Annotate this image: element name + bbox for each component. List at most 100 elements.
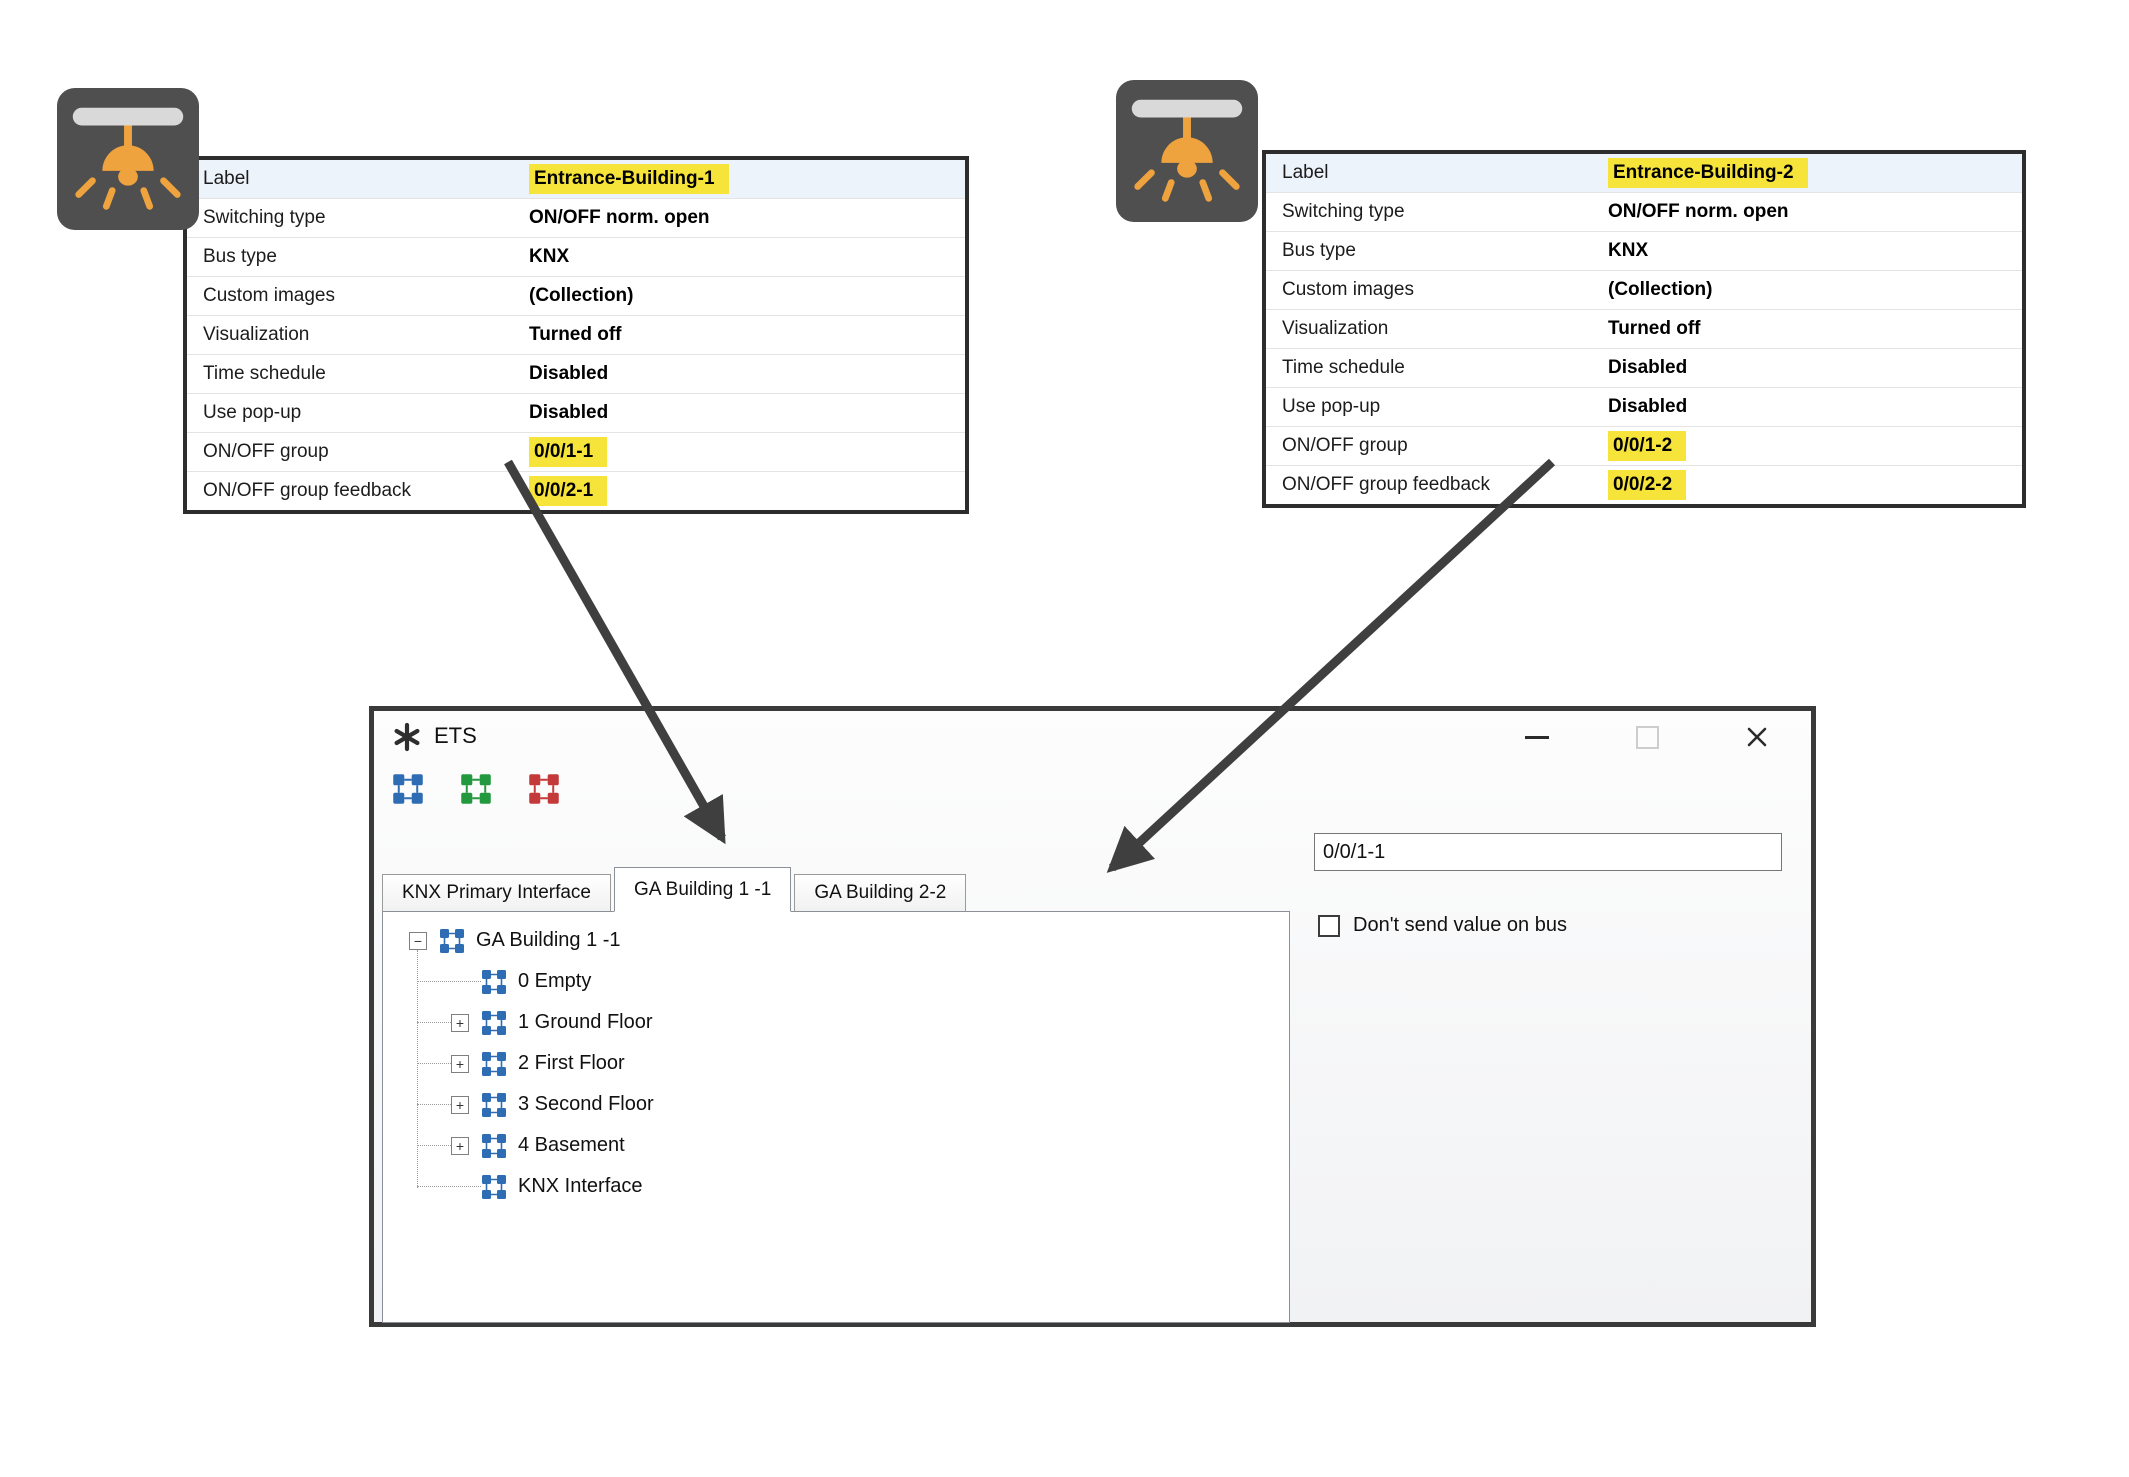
group-addresses-green-icon[interactable]: [460, 773, 492, 805]
group-address-icon: [481, 1174, 507, 1200]
tree-item-label: 4 Basement: [518, 1134, 625, 1156]
group-address-icon: [481, 1133, 507, 1159]
property-row[interactable]: Use pop-up Disabled: [1266, 388, 2022, 427]
group-addresses-blue-icon[interactable]: [392, 773, 424, 805]
tree-expand-toggle[interactable]: +: [451, 1095, 469, 1114]
property-value[interactable]: Disabled: [529, 402, 609, 423]
property-value[interactable]: KNX: [529, 246, 570, 267]
tree-item-4-basement[interactable]: + 4 Basement: [417, 1125, 1289, 1166]
tree-connector: [417, 1022, 451, 1023]
tree-item-label: GA Building 1 -1: [476, 929, 621, 951]
maximize-button[interactable]: [1630, 721, 1664, 753]
tree-item-label: 0 Empty: [518, 970, 592, 992]
tree-item-2-first-floor[interactable]: + 2 First Floor: [417, 1043, 1289, 1084]
tree-expand-toggle[interactable]: +: [451, 1136, 469, 1155]
property-value[interactable]: Entrance-Building-1: [523, 164, 965, 194]
property-label: Label: [203, 168, 250, 189]
tree-connector: [417, 981, 481, 982]
property-label: Visualization: [1282, 318, 1389, 339]
property-panel-building-2: Label Entrance-Building-2 Switching type…: [1262, 150, 2026, 508]
property-row[interactable]: Label Entrance-Building-1: [187, 160, 965, 199]
property-row[interactable]: Custom images (Collection): [187, 277, 965, 316]
tree-item-3-second-floor[interactable]: + 3 Second Floor: [417, 1084, 1289, 1125]
lamp-icon: [1116, 80, 1258, 222]
property-label: Label: [1282, 162, 1329, 183]
lamp-icon: [57, 88, 199, 230]
property-row[interactable]: ON/OFF group feedback 0/0/2-1: [187, 472, 965, 510]
property-value[interactable]: (Collection): [529, 285, 634, 306]
tab-knx-primary-interface[interactable]: KNX Primary Interface: [382, 874, 611, 912]
property-row[interactable]: Time schedule Disabled: [187, 355, 965, 394]
group-address-icon: [481, 1051, 507, 1077]
dont-send-value-row: Don't send value on bus: [1318, 914, 1567, 937]
property-value[interactable]: Disabled: [1608, 396, 1688, 417]
property-label: ON/OFF group feedback: [203, 480, 412, 501]
close-button[interactable]: [1740, 721, 1774, 753]
tree-expand-toggle[interactable]: +: [451, 1054, 469, 1073]
property-label: Visualization: [203, 324, 310, 345]
tab-ga-building-2-2[interactable]: GA Building 2-2: [794, 874, 967, 912]
property-label: Custom images: [1282, 279, 1414, 300]
property-value[interactable]: Disabled: [1608, 357, 1688, 378]
tree-collapse-toggle[interactable]: −: [409, 931, 427, 950]
checkbox-label: Don't send value on bus: [1353, 914, 1567, 936]
property-label: ON/OFF group feedback: [1282, 474, 1491, 495]
group-address-icon: [481, 1010, 507, 1036]
property-row[interactable]: Switching type ON/OFF norm. open: [1266, 193, 2022, 232]
window-title: ETS: [434, 723, 477, 748]
property-value[interactable]: KNX: [1608, 240, 1649, 261]
tree-item-label: KNX Interface: [518, 1175, 643, 1197]
tree-connector: [417, 1063, 451, 1064]
title-bar[interactable]: ETS: [374, 711, 1811, 763]
property-row[interactable]: Switching type ON/OFF norm. open: [187, 199, 965, 238]
property-label: Bus type: [203, 246, 277, 267]
property-value[interactable]: Turned off: [1608, 318, 1701, 339]
tree-item-ga-building-1-1[interactable]: − GA Building 1 -1: [409, 920, 1289, 961]
property-row[interactable]: Label Entrance-Building-2: [1266, 154, 2022, 193]
tree-expand-toggle[interactable]: +: [451, 1013, 469, 1032]
maximize-icon: [1635, 725, 1659, 749]
property-row[interactable]: ON/OFF group 0/0/1-2: [1266, 427, 2022, 466]
property-value[interactable]: (Collection): [1608, 279, 1713, 300]
minimize-button[interactable]: [1520, 721, 1554, 753]
property-row[interactable]: ON/OFF group 0/0/1-1: [187, 433, 965, 472]
property-row[interactable]: Use pop-up Disabled: [187, 394, 965, 433]
property-value[interactable]: 0/0/1-1: [523, 437, 965, 467]
tree-item-label: 3 Second Floor: [518, 1093, 654, 1115]
group-address-icon: [481, 969, 507, 995]
dont-send-value-checkbox[interactable]: [1318, 914, 1340, 937]
property-label: Bus type: [1282, 240, 1356, 261]
group-address-tree-panel: − GA Building 1 -1 0 Empty +: [382, 911, 1290, 1323]
group-addresses-red-icon[interactable]: [528, 773, 560, 805]
tree-connector: [417, 1145, 451, 1146]
property-row[interactable]: Custom images (Collection): [1266, 271, 2022, 310]
tree-connector: [417, 1104, 451, 1105]
property-row[interactable]: Bus type KNX: [187, 238, 965, 277]
tab-ga-building-1-1[interactable]: GA Building 1 -1: [614, 867, 792, 912]
tree-item-knx-interface[interactable]: KNX Interface: [417, 1166, 1289, 1207]
group-address-icon: [439, 928, 465, 954]
property-value[interactable]: 0/0/2-2: [1602, 470, 2022, 500]
property-label: Use pop-up: [1282, 396, 1381, 417]
property-value[interactable]: Turned off: [529, 324, 622, 345]
property-label: Switching type: [203, 207, 326, 228]
tree-guide-line: [417, 950, 418, 1188]
property-value[interactable]: Entrance-Building-2: [1602, 158, 2022, 188]
property-value[interactable]: ON/OFF norm. open: [1608, 201, 1789, 222]
group-address-input[interactable]: [1314, 833, 1782, 871]
property-row[interactable]: Visualization Turned off: [187, 316, 965, 355]
property-label: ON/OFF group: [203, 441, 329, 462]
tree-item-1-ground-floor[interactable]: + 1 Ground Floor: [417, 1002, 1289, 1043]
property-value[interactable]: 0/0/1-2: [1602, 431, 2022, 461]
property-row[interactable]: ON/OFF group feedback 0/0/2-2: [1266, 466, 2022, 504]
property-value[interactable]: Disabled: [529, 363, 609, 384]
property-value[interactable]: 0/0/2-1: [523, 476, 965, 506]
property-value[interactable]: ON/OFF norm. open: [529, 207, 710, 228]
property-row[interactable]: Bus type KNX: [1266, 232, 2022, 271]
group-address-icon: [481, 1092, 507, 1118]
property-row[interactable]: Visualization Turned off: [1266, 310, 2022, 349]
close-icon: [1747, 727, 1767, 747]
tree-item-0-empty[interactable]: 0 Empty: [417, 961, 1289, 1002]
property-row[interactable]: Time schedule Disabled: [1266, 349, 2022, 388]
